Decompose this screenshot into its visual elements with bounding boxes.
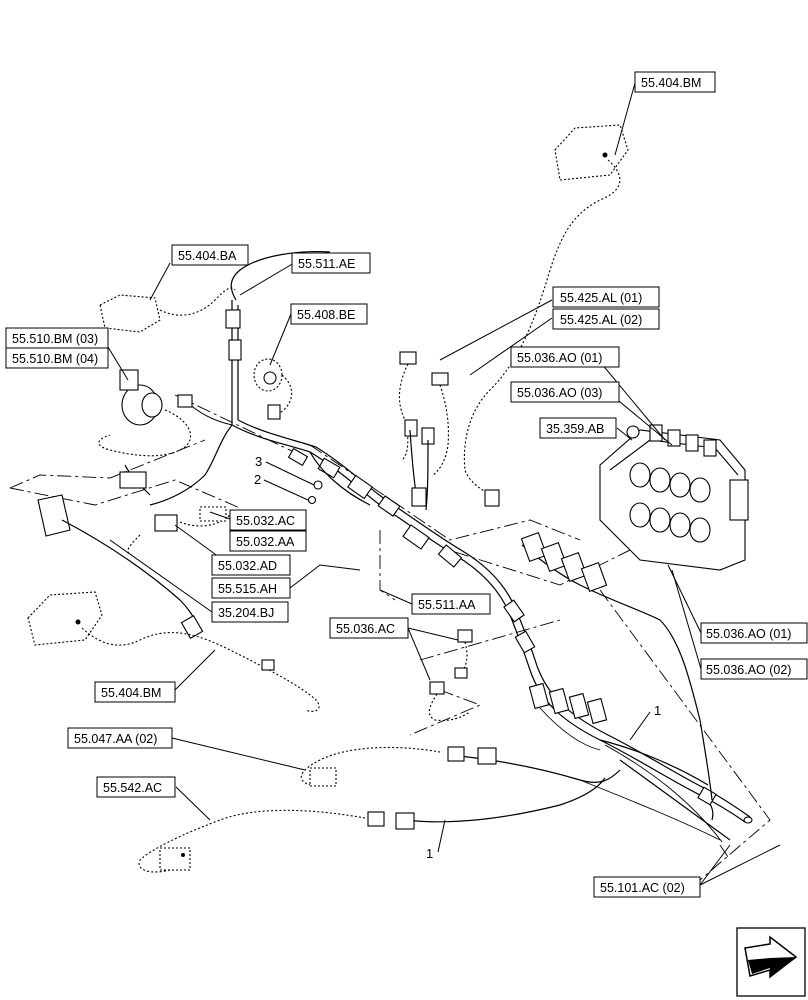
callout-55-047-aa-02[interactable]: 55.047.AA (02) (67, 727, 173, 749)
svg-text:55.425.AL (01): 55.425.AL (01) (560, 291, 642, 305)
fasteners (263, 461, 323, 505)
callout-55-032-ad[interactable]: 55.032.AD (211, 554, 291, 576)
item-number-3: 3 (255, 454, 262, 469)
callout-55-542-ac[interactable]: 55.542.AC (96, 776, 176, 798)
callout-55-032-aa[interactable]: 55.032.AA (229, 530, 307, 552)
callout-55-511-aa[interactable]: 55.511.AA (411, 593, 491, 615)
svg-text:55.542.AC: 55.542.AC (103, 781, 162, 795)
solenoid-connectors (520, 531, 713, 801)
item-numbers: 3 2 1 1 (254, 454, 661, 861)
svg-text:55.036.AC: 55.036.AC (336, 622, 395, 636)
callout-35-204-bj[interactable]: 35.204.BJ (211, 601, 289, 623)
callout-boxes: 55.404.BM 55.404.BA 55.511.AE 55.408.BE … (5, 71, 808, 898)
callout-55-425-al-01[interactable]: 55.425.AL (01) (552, 286, 660, 308)
svg-text:55.511.AE: 55.511.AE (298, 257, 355, 271)
pressure-sensors (428, 629, 473, 722)
callout-55-510-bm-03[interactable]: 55.510.BM (03) (5, 327, 109, 349)
callout-55-036-ac[interactable]: 55.036.AC (329, 617, 409, 639)
svg-text:55.036.AO (03): 55.036.AO (03) (517, 386, 602, 400)
valve-block (599, 424, 749, 571)
callout-55-101-ac-02[interactable]: 55.101.AC (02) (593, 876, 701, 898)
svg-text:55.408.BE: 55.408.BE (297, 308, 355, 322)
callout-55-515-ah[interactable]: 55.515.AH (211, 577, 291, 599)
harness-connectors-upper (225, 309, 536, 654)
callout-55-036-ao-01-top[interactable]: 55.036.AO (01) (510, 346, 620, 368)
next-page-arrow-icon[interactable] (736, 927, 806, 997)
svg-text:55.032.AA: 55.032.AA (236, 535, 295, 549)
svg-text:35.204.BJ: 35.204.BJ (218, 606, 274, 620)
callout-55-511-ae[interactable]: 55.511.AE (291, 252, 371, 274)
callout-55-032-ac[interactable]: 55.032.AC (229, 509, 307, 531)
svg-text:55.032.AD: 55.032.AD (218, 559, 277, 573)
svg-text:55.425.AL (02): 55.425.AL (02) (560, 313, 642, 327)
svg-text:55.036.AO (01): 55.036.AO (01) (517, 351, 602, 365)
item-number-1-lower: 1 (426, 846, 433, 861)
left-components (37, 287, 236, 640)
svg-text:55.036.AO (02): 55.036.AO (02) (706, 663, 791, 677)
svg-text:55.404.BA: 55.404.BA (178, 249, 237, 263)
leader-lines (107, 82, 781, 886)
work-lamp-switches (398, 351, 449, 511)
upper-right-lamp (463, 124, 629, 507)
svg-text:55.515.AH: 55.515.AH (218, 582, 277, 596)
svg-text:55.101.AC (02): 55.101.AC (02) (600, 881, 685, 895)
lower-harness (138, 746, 721, 873)
svg-text:55.510.BM (04): 55.510.BM (04) (12, 352, 98, 366)
main-harness (149, 251, 753, 843)
reference-lines (9, 394, 771, 881)
item-number-1-upper: 1 (654, 703, 661, 718)
svg-text:55.047.AA (02): 55.047.AA (02) (74, 732, 157, 746)
callout-55-036-ao-02[interactable]: 55.036.AO (02) (700, 658, 808, 680)
upper-left-sensor (253, 358, 293, 420)
svg-text:55.404.BM: 55.404.BM (101, 686, 161, 700)
svg-text:55.511.AA: 55.511.AA (418, 598, 476, 612)
callout-55-404-bm-bottom[interactable]: 55.404.BM (94, 681, 176, 703)
svg-text:35.359.AB: 35.359.AB (546, 422, 604, 436)
svg-text:55.032.AC: 55.032.AC (236, 514, 295, 528)
callout-55-510-bm-04[interactable]: 55.510.BM (04) (5, 347, 109, 369)
callout-55-425-al-02[interactable]: 55.425.AL (02) (552, 308, 660, 330)
callout-55-408-be[interactable]: 55.408.BE (290, 303, 368, 325)
item-number-2: 2 (254, 472, 261, 487)
svg-text:55.036.AO (01): 55.036.AO (01) (706, 627, 791, 641)
callout-55-404-bm-top[interactable]: 55.404.BM (634, 71, 716, 93)
callout-55-036-ao-01-bottom[interactable]: 55.036.AO (01) (700, 622, 808, 644)
callout-55-036-ao-03[interactable]: 55.036.AO (03) (510, 381, 620, 403)
lower-left-lamp (27, 591, 320, 712)
svg-text:55.404.BM: 55.404.BM (641, 76, 701, 90)
callout-35-359-ab[interactable]: 35.359.AB (539, 417, 617, 439)
callout-55-404-ba[interactable]: 55.404.BA (171, 244, 249, 266)
svg-text:55.510.BM (03): 55.510.BM (03) (12, 332, 98, 346)
